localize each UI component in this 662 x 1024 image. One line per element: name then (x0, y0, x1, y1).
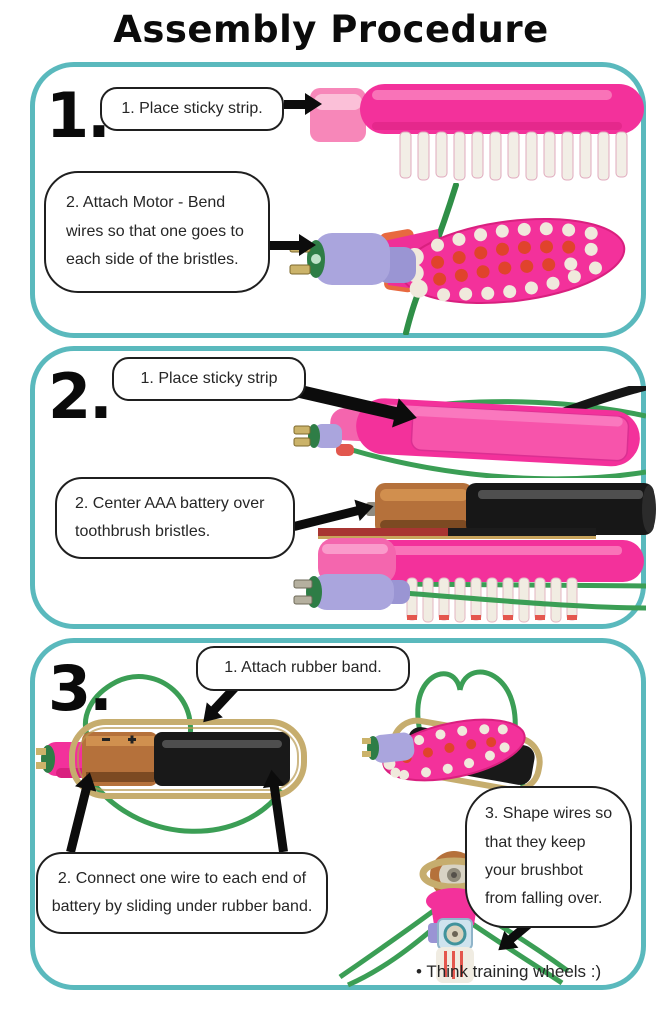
section-1-step-1-callout: 1. Place sticky strip. (100, 87, 284, 131)
bristles (399, 131, 628, 181)
wire (391, 589, 646, 611)
brush-back (330, 398, 640, 467)
photo-toothbrush-back-sticky-strip (293, 386, 646, 478)
section-3-step-2-callout: 2. Connect one wire to each end of batte… (36, 852, 328, 934)
arrow-icon (270, 233, 316, 257)
rubber-band (69, 719, 307, 799)
section-2-step-2-callout: 2. Center AAA battery over toothbrush br… (55, 477, 295, 559)
motor (314, 424, 342, 448)
section-1-number: 1. (46, 79, 111, 152)
section-3-step-1-callout: 1. Attach rubber band. (196, 646, 410, 691)
motor (314, 233, 390, 285)
arrow-icon (284, 92, 322, 116)
photo-battery-rubber-band (36, 674, 307, 834)
wire (351, 447, 646, 478)
photo-toothbrush-sticky-strip (310, 84, 644, 181)
motor-contact (289, 264, 311, 275)
brush-head-bristle-view (382, 718, 526, 782)
wire (466, 918, 564, 986)
battery-nub (366, 502, 377, 516)
wire (338, 906, 438, 980)
photo-toothbrush-battery-side (293, 528, 646, 623)
section-1-step-2-callout: 2. Attach Motor - Bend wires so that one… (44, 171, 270, 293)
section-2-step-1-callout: 1. Place sticky strip (112, 357, 306, 401)
motor (312, 574, 394, 610)
brush-head-bristle-view (400, 218, 626, 304)
page-title: Assembly Procedure (113, 8, 549, 51)
section-3-step-3-callout: 3. Shape wires so that they keep your br… (465, 786, 632, 928)
photo-brushbot-band-top (362, 669, 554, 818)
section-2-number: 2. (48, 360, 113, 433)
motor (371, 732, 415, 763)
training-wheels-note: • Think training wheels :) (416, 962, 602, 981)
section-3-number: 3. (48, 652, 113, 725)
wire-swoop (92, 782, 285, 834)
photo-toothbrush-motor-wires (289, 183, 626, 335)
photo-aaa-battery (366, 483, 656, 535)
